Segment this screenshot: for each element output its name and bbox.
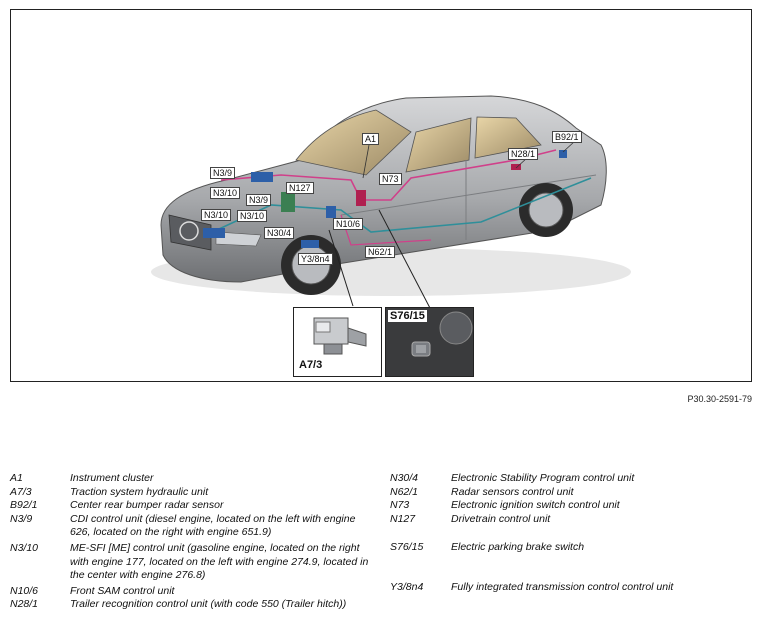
figure-reference-id: P30.30-2591-79 [687, 394, 752, 404]
hydraulic-unit-icon [313, 317, 367, 355]
legend-code: A1 [10, 472, 23, 484]
legend-row: A1 Instrument cluster [10, 472, 370, 486]
legend-code: N30/4 [390, 472, 419, 484]
component-n30-4 [326, 206, 336, 218]
wiring-harness-pink [220, 149, 557, 201]
legend-code: B92/1 [10, 499, 38, 512]
legend-row: N3/9 CDI control unit (diesel engine, loc… [10, 513, 370, 540]
front-grille [168, 214, 212, 251]
callout-n3-10-top: N3/10 [210, 187, 241, 199]
legend-description: Fully integrated transmission control co… [451, 580, 674, 593]
inset-hydraulic-unit: A7/3 [293, 307, 382, 377]
callout-n28-1: N28/1 [508, 148, 539, 160]
legend-code: N3/10 [10, 541, 39, 554]
windshield [295, 109, 412, 176]
callout-b92-1: B92/1 [552, 131, 582, 143]
inset-label-s76-15: S76/15 [388, 310, 427, 322]
component-n3-9 [251, 172, 273, 182]
inset-label-a7-3: A7/3 [297, 359, 325, 371]
legend-description: Electronic Stability Program control uni… [451, 472, 635, 484]
legend-row: N10/6 Front SAM control unit [10, 585, 370, 599]
legend-description: Traction system hydraulic unit [70, 485, 209, 498]
legend-code: N10/6 [10, 584, 39, 597]
callout-n127: N127 [286, 182, 314, 194]
callout-n3-10-left: N3/10 [201, 209, 232, 221]
legend-right-column: N30/4 Electronic Stability Program contro… [390, 472, 755, 595]
legend-code: N62/1 [390, 485, 419, 498]
callout-n3-10-mid: N3/10 [237, 210, 268, 222]
side-window-rear [474, 116, 542, 159]
legend-row: N62/1 Radar sensors control unit [390, 486, 755, 500]
component-y3-8n4 [301, 240, 319, 248]
leader-hydraulic [328, 229, 354, 307]
legend-row: Y3/8n4 Fully integrated transmission cont… [390, 581, 755, 595]
legend-description: Radar sensors control unit [451, 485, 574, 498]
callout-a1: A1 [362, 133, 380, 145]
legend-row: N28/1 Trailer recognition control unit (w… [10, 598, 370, 612]
legend-row: S76/15 Electric parking brake switch [390, 541, 755, 555]
legend-row: B92/1 Center rear bumper radar sensor [10, 499, 370, 513]
callout-n30-4: N30/4 [264, 227, 295, 239]
legend-description: Electronic ignition switch control unit [451, 499, 620, 512]
legend-row: N73 Electronic ignition switch control un… [390, 499, 755, 513]
legend-code: N3/9 [10, 512, 33, 525]
legend-description: Trailer recognition control unit (with c… [70, 598, 347, 611]
legend-description: Center rear bumper radar sensor [70, 499, 224, 512]
component-n28-1 [511, 164, 521, 170]
legend-description: Front SAM control unit [70, 584, 175, 597]
leader-switch [378, 209, 432, 311]
callout-n3-9-mid: N3/9 [246, 194, 272, 206]
vehicle-diagram: A1 B92/1 N28/1 N3/9 N3/10 N127 N73 N3/9 … [10, 9, 752, 382]
legend-description: Drivetrain control unit [451, 512, 551, 525]
legend-code: A7/3 [10, 485, 32, 498]
component-b92-1 [559, 150, 567, 158]
legend-description: CDI control unit (diesel engine, located… [70, 512, 356, 539]
legend-code: N73 [390, 499, 410, 512]
legend-row: N127 Drivetrain control unit [390, 513, 755, 527]
component-n127 [281, 192, 295, 212]
legend-description: Electric parking brake switch [451, 541, 585, 554]
legend-row: N30/4 Electronic Stability Program contro… [390, 472, 755, 486]
legend-code: N28/1 [10, 598, 39, 611]
callout-n62-1: N62/1 [365, 246, 396, 258]
legend-description: Instrument cluster [70, 472, 154, 484]
legend-row: A7/3 Traction system hydraulic unit [10, 486, 370, 500]
legend-code: N127 [390, 512, 416, 525]
legend-description: ME-SFI [ME] control unit (gasoline engin… [70, 541, 369, 582]
legend-row: N3/10 ME-SFI [ME] control unit (gasoline … [10, 542, 370, 583]
star-emblem [179, 221, 199, 241]
component-n10-6 [356, 190, 366, 206]
component-n3-10 [203, 228, 225, 238]
inset-parking-brake-switch: S76/15 [385, 307, 474, 377]
callout-n3-9-top: N3/9 [210, 167, 236, 179]
callout-n10-6: N10/6 [333, 218, 364, 230]
legend-code: Y3/8n4 [390, 580, 424, 593]
legend-code: S76/15 [390, 541, 424, 554]
callout-y3-8n4: Y3/8n4 [298, 253, 333, 265]
parking-brake-switch-icon [411, 311, 473, 357]
callout-n73: N73 [379, 173, 402, 185]
side-window-front [405, 117, 472, 173]
